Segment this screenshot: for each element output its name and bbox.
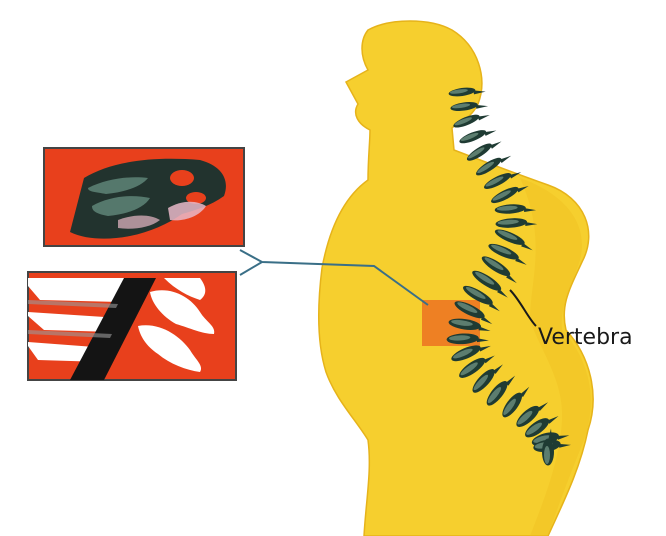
inset-vertebrae-closeup [44, 148, 244, 246]
inset-spinal-column [28, 272, 236, 380]
leader-line-lower [240, 262, 262, 275]
vertebra-segment [458, 124, 497, 146]
vertebra-label: Vertebra [538, 325, 633, 350]
